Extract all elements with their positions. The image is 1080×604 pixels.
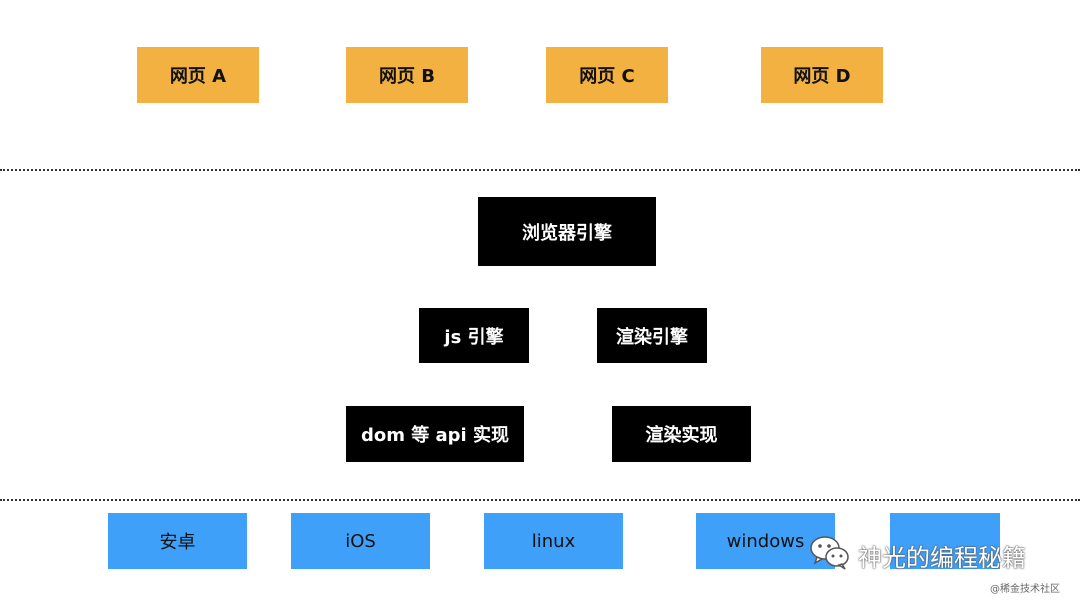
platform-box-blank [890, 513, 1000, 569]
credit-text: @稀金技术社区 [990, 584, 1060, 595]
page-box-b: 网页 B [346, 47, 468, 103]
watermark: 神光的编程秘籍 [808, 532, 1026, 578]
platform-box-windows: windows [696, 513, 835, 569]
render-engine-box: 渲染引擎 [597, 308, 707, 363]
page-box-d: 网页 D [761, 47, 883, 103]
wechat-icon [808, 532, 852, 578]
platform-box-ios: iOS [291, 513, 430, 569]
platform-box-linux: linux [484, 513, 623, 569]
page-box-a: 网页 A [137, 47, 259, 103]
watermark-text: 神光的编程秘籍 [858, 543, 1026, 572]
divider-bottom [0, 499, 1080, 501]
render-impl-box: 渲染实现 [612, 406, 751, 462]
js-engine-box: js 引擎 [419, 308, 529, 363]
browser-engine-box: 浏览器引擎 [478, 197, 656, 266]
dom-api-box: dom 等 api 实现 [346, 406, 524, 462]
platform-box-android: 安卓 [108, 513, 247, 569]
page-box-c: 网页 C [546, 47, 668, 103]
divider-top [0, 169, 1080, 171]
